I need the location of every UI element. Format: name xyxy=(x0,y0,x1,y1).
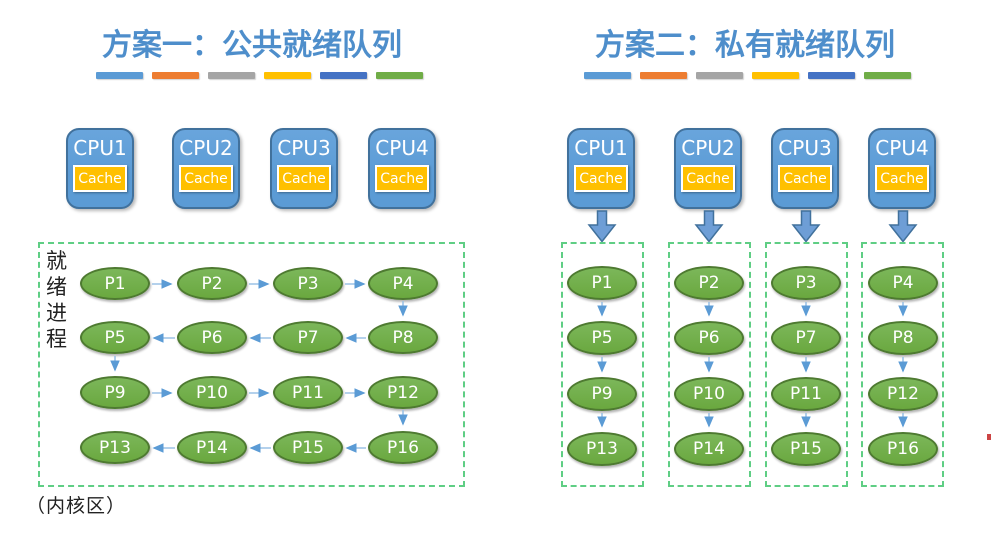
process-node: P10 xyxy=(177,376,247,409)
cpu-label: CPU3 xyxy=(277,136,331,160)
process-node: P16 xyxy=(868,432,938,466)
right-cpu1-box: CPU1 Cache xyxy=(567,128,635,209)
process-node: P8 xyxy=(368,321,438,354)
left-title: 方案一：公共就绪队列 xyxy=(102,29,402,62)
cpu-label: CPU2 xyxy=(179,136,233,160)
dash-blue xyxy=(584,72,631,79)
process-node: P6 xyxy=(674,321,744,355)
cpu-to-queue-arrow-icon xyxy=(791,210,821,243)
process-node: P15 xyxy=(273,431,343,464)
process-node: P14 xyxy=(177,431,247,464)
cpu-to-queue-arrow-icon xyxy=(694,210,724,243)
cpu-label: CPU4 xyxy=(875,136,929,160)
process-node: P8 xyxy=(868,321,938,355)
cache-box: Cache xyxy=(179,165,233,192)
process-node: P7 xyxy=(771,321,841,355)
dash-orange xyxy=(152,72,199,79)
right-title-underline xyxy=(584,72,911,79)
process-node: P1 xyxy=(80,267,150,300)
process-node: P4 xyxy=(868,266,938,300)
cpu-label: CPU3 xyxy=(778,136,832,160)
process-node: P5 xyxy=(80,321,150,354)
process-node: P15 xyxy=(771,432,841,466)
process-node: P12 xyxy=(868,377,938,411)
cpu-to-queue-arrow-icon xyxy=(587,210,617,243)
edge-artifact xyxy=(987,434,991,440)
process-node: P14 xyxy=(674,432,744,466)
left-title-underline xyxy=(96,72,423,79)
dash-orange xyxy=(640,72,687,79)
process-node: P1 xyxy=(567,266,637,300)
dash-green xyxy=(376,72,423,79)
process-node: P5 xyxy=(567,321,637,355)
process-node: P3 xyxy=(273,267,343,300)
dash-blue xyxy=(96,72,143,79)
private-queue-boundary-1 xyxy=(561,242,644,487)
cpu-label: CPU1 xyxy=(73,136,127,160)
dash-gray xyxy=(208,72,255,79)
dash-green xyxy=(864,72,911,79)
right-title: 方案二：私有就绪队列 xyxy=(595,29,895,62)
dash-darkblue xyxy=(808,72,855,79)
ready-process-label: 就绪进程 xyxy=(46,249,67,351)
right-cpu4-box: CPU4 Cache xyxy=(868,128,936,209)
right-cpu3-box: CPU3 Cache xyxy=(771,128,839,209)
process-node: P3 xyxy=(771,266,841,300)
kernel-area-caption: （内核区） xyxy=(26,496,127,517)
process-node: P12 xyxy=(368,376,438,409)
process-node: P13 xyxy=(567,432,637,466)
cache-box: Cache xyxy=(778,165,832,192)
process-node: P6 xyxy=(177,321,247,354)
left-cpu3-box: CPU3 Cache xyxy=(270,128,338,209)
dash-yellow xyxy=(264,72,311,79)
private-queue-boundary-2 xyxy=(668,242,751,487)
process-node: P9 xyxy=(80,376,150,409)
right-cpu2-box: CPU2 Cache xyxy=(674,128,742,209)
process-node: P9 xyxy=(567,377,637,411)
left-cpu2-box: CPU2 Cache xyxy=(172,128,240,209)
process-node: P2 xyxy=(674,266,744,300)
process-node: P11 xyxy=(273,376,343,409)
cpu-label: CPU2 xyxy=(681,136,735,160)
dash-gray xyxy=(696,72,743,79)
cpu-label: CPU1 xyxy=(574,136,628,160)
left-cpu1-box: CPU1 Cache xyxy=(66,128,134,209)
cache-box: Cache xyxy=(681,165,735,192)
cache-box: Cache xyxy=(73,165,127,192)
cache-box: Cache xyxy=(875,165,929,192)
process-node: P7 xyxy=(273,321,343,354)
cpu-to-queue-arrow-icon xyxy=(888,210,918,243)
private-queue-boundary-4 xyxy=(861,242,944,487)
cache-box: Cache xyxy=(277,165,331,192)
cache-box: Cache xyxy=(375,165,429,192)
private-queue-boundary-3 xyxy=(765,242,848,487)
cache-box: Cache xyxy=(574,165,628,192)
process-node: P4 xyxy=(368,267,438,300)
process-node: P2 xyxy=(177,267,247,300)
left-cpu4-box: CPU4 Cache xyxy=(368,128,436,209)
process-node: P16 xyxy=(368,431,438,464)
dash-yellow xyxy=(752,72,799,79)
dash-darkblue xyxy=(320,72,367,79)
cpu-label: CPU4 xyxy=(375,136,429,160)
process-node: P10 xyxy=(674,377,744,411)
process-node: P13 xyxy=(80,431,150,464)
process-node: P11 xyxy=(771,377,841,411)
shared-queue-boundary xyxy=(38,242,465,487)
